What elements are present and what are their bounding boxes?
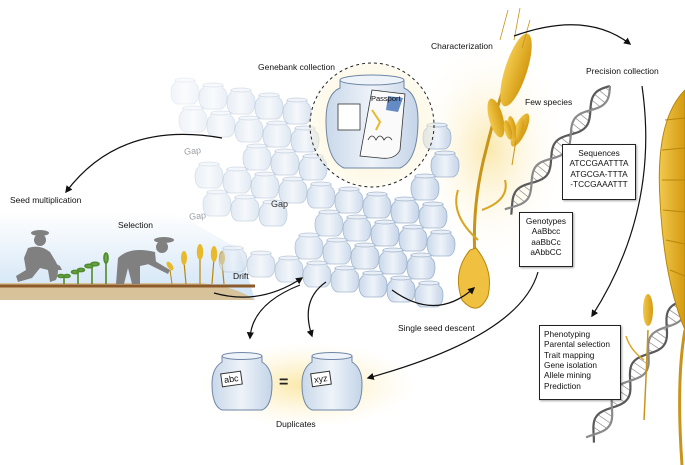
farmer-bending-silhouette — [116, 237, 174, 284]
duplicate-tag-left: abc — [220, 370, 243, 388]
genebank-jar — [170, 77, 200, 105]
analysis-item: Trait mapping — [544, 349, 595, 360]
wheat-ear-right — [658, 89, 685, 465]
label-drift: Drift — [233, 271, 249, 281]
analysis-item: Gene isolation — [544, 360, 598, 371]
sequence-line: -TCCGAAATTT — [570, 179, 628, 190]
genotypes-box: Genotypes AaBbcc aaBbCc aAbbCC — [519, 212, 573, 267]
equals-sign: = — [279, 374, 289, 391]
genebank-jar — [322, 237, 352, 265]
wheat-plant-small-right — [507, 116, 653, 421]
analysis-item: Parental selection — [544, 339, 610, 350]
label-few-species: Few species — [525, 97, 573, 107]
dna-helix-lower — [585, 298, 685, 443]
genotypes-title: Genotypes — [525, 216, 567, 226]
genotype-line: AaBbcc — [531, 226, 561, 237]
label-characterization: Characterization — [431, 41, 493, 51]
wheat-seed — [457, 247, 490, 309]
genebank-jar — [426, 229, 456, 257]
sequence-line: ATCCGAATTTA — [569, 158, 629, 169]
analysis-item: Phenotyping — [544, 329, 591, 339]
gap-label-2: Gap — [188, 210, 207, 222]
genebank-jar — [254, 92, 284, 120]
genebank-jar — [314, 209, 344, 237]
genebank-jar — [398, 224, 428, 252]
genebank-jar — [430, 150, 460, 178]
genebank-jar — [262, 120, 292, 148]
genebank-jar — [370, 219, 400, 247]
duplicate-jar-right — [301, 352, 363, 411]
sequence-line: ATGCGA-TTTA — [570, 168, 628, 179]
passport-jar-highlight — [309, 62, 435, 188]
wheat-plant-large — [455, 7, 532, 309]
genebank-jar — [390, 196, 420, 224]
genebank-jar — [194, 161, 224, 189]
genebank-jar — [270, 148, 300, 176]
genebank-jar — [222, 166, 252, 194]
label-duplicates: Duplicates — [276, 419, 316, 429]
seedlings — [57, 252, 109, 284]
sequences-title: Sequences — [578, 148, 620, 158]
genebank-jar — [178, 105, 208, 133]
wheat-few-species — [503, 118, 525, 166]
genebank-jar — [418, 201, 448, 229]
genebank-jar — [306, 181, 336, 209]
genebank-jar — [242, 143, 272, 171]
sequences-box: Sequences ATCCGAATTTA ATGCGA-TTTA -TCCGA… — [562, 144, 636, 200]
genebank-jar — [358, 270, 388, 298]
duplicate-tag-right: xyz — [310, 370, 332, 388]
genebank-jar — [218, 245, 248, 273]
arrow-to-seed-multiplication — [65, 133, 223, 194]
arrow-to-duplicate-left — [246, 284, 301, 340]
genebank-jar — [202, 189, 232, 217]
gap-label-1: Gap — [183, 145, 202, 157]
genebank-jar — [294, 232, 324, 260]
label-precision-collection: Precision collection — [586, 66, 659, 76]
label-passport: Passport — [371, 94, 401, 103]
field-scene — [0, 212, 255, 300]
arrow-to-analyses — [591, 85, 647, 318]
genebank-jar — [226, 87, 256, 115]
arrow-single-seed-descent — [391, 287, 476, 307]
label-genebank-collection: Genebank collection — [258, 62, 336, 72]
arrow-field-to-genebank — [213, 277, 304, 298]
genebank-jar — [330, 265, 360, 293]
genebank-jar — [362, 191, 392, 219]
genebank-jar — [234, 115, 264, 143]
genebank-jar — [198, 82, 228, 110]
genebank-jar — [282, 97, 312, 125]
genebank-jar — [350, 242, 380, 270]
genebank-jar — [206, 110, 236, 138]
analyses-box: Phenotyping Parental selection Trait map… — [539, 325, 621, 400]
genotype-line: aAbbCC — [530, 247, 562, 258]
genebank-jar — [246, 250, 276, 278]
arrow-genotypes-to-duplicates — [366, 271, 539, 380]
flow-arrows — [65, 24, 647, 380]
genebank-jar — [250, 171, 280, 199]
analysis-item: Prediction — [544, 380, 581, 391]
arrow-to-precision-collection — [513, 24, 632, 45]
label-selection: Selection — [118, 220, 153, 230]
genebank-jar — [410, 173, 440, 201]
gap-label-3: Gap — [271, 199, 289, 209]
label-single-seed-descent: Single seed descent — [398, 323, 475, 333]
genebank-jar — [334, 186, 364, 214]
analysis-item: Allele mining — [544, 370, 592, 381]
label-seed-multiplication: Seed multiplication — [10, 195, 82, 205]
genebank-jar — [378, 247, 408, 275]
genebank-jar — [406, 252, 436, 280]
genebank-jar — [342, 214, 372, 242]
arrow-to-duplicate-right — [306, 281, 327, 338]
genebank-jar — [302, 260, 332, 288]
genebank-jar — [230, 194, 260, 222]
genebank-jar — [274, 255, 304, 283]
farmer-crouching-silhouette — [16, 230, 62, 282]
genebank-jar — [386, 275, 416, 303]
wheat-glow — [410, 35, 570, 265]
genotype-line: aaBbCc — [531, 236, 561, 247]
